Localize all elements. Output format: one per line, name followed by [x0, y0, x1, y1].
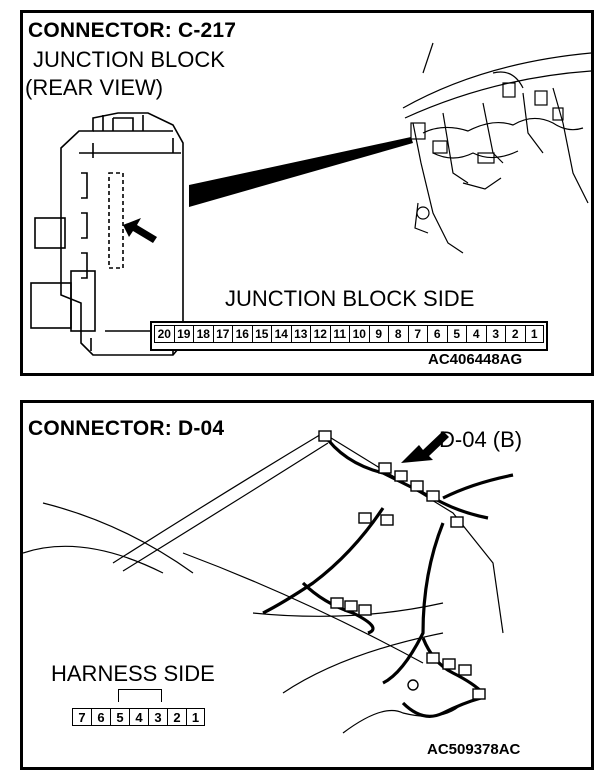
pin: 4: [466, 325, 486, 343]
wiring-harness: [262, 432, 514, 718]
connector-title: CONNECTOR: C-217: [28, 19, 237, 42]
pointer-arrow-icon: [123, 218, 157, 243]
pin: 1: [186, 708, 205, 726]
component-name: JUNCTION BLOCK: [33, 47, 225, 72]
pin: 1: [524, 325, 544, 343]
connector-d04-panel: CONNECTOR: D-04 D-04 (B) HARNESS SIDE 7 …: [20, 400, 594, 770]
junction-block-drawing: [30, 112, 184, 356]
pin: 5: [110, 708, 129, 726]
pin: 20: [154, 325, 174, 343]
connector-side-label: JUNCTION BLOCK SIDE: [225, 286, 475, 311]
pin: 10: [349, 325, 369, 343]
dashboard-drawing: [402, 42, 591, 254]
connector-callout: D-04 (B): [439, 427, 523, 452]
pin: 6: [427, 325, 447, 343]
pin: 2: [505, 325, 525, 343]
connector-blocks: [318, 430, 486, 700]
view-wedge: [189, 137, 413, 207]
pin: 6: [91, 708, 110, 726]
callout-arrow-icon: [401, 431, 449, 463]
pin: 14: [271, 325, 291, 343]
pin: 3: [485, 325, 505, 343]
figure-code: AC509378AC: [427, 741, 521, 758]
pin: 15: [251, 325, 271, 343]
connector-lock-tab: [118, 689, 162, 702]
pin-row: 7 6 5 4 3 2 1: [72, 708, 205, 728]
pin: 16: [232, 325, 252, 343]
pin: 7: [72, 708, 91, 726]
pin: 18: [193, 325, 213, 343]
pin: 3: [148, 708, 167, 726]
windshield-drawing: [23, 432, 504, 734]
pin: 12: [310, 325, 330, 343]
pin-row: 20 19 18 17 16 15 14 13 12 11 10 9 8 7 6…: [150, 321, 548, 351]
pin: 4: [129, 708, 148, 726]
view-label: (REAR VIEW): [25, 75, 164, 100]
connector-side-label: HARNESS SIDE: [51, 661, 215, 686]
pin: 13: [290, 325, 310, 343]
connector-title: CONNECTOR: D-04: [28, 417, 225, 440]
pin: 8: [388, 325, 408, 343]
pin: 5: [446, 325, 466, 343]
pin: 19: [173, 325, 193, 343]
pin: 9: [368, 325, 388, 343]
junction-block-illustration: [30, 42, 591, 356]
pin: 11: [329, 325, 349, 343]
figure-code: AC406448AG: [428, 351, 523, 368]
harness-illustration: [23, 430, 514, 734]
pin: 7: [407, 325, 427, 343]
pin: 2: [167, 708, 186, 726]
connector-c217-panel: CONNECTOR: C-217 JUNCTION BLOCK (REAR VI…: [20, 10, 594, 376]
pin: 17: [212, 325, 232, 343]
